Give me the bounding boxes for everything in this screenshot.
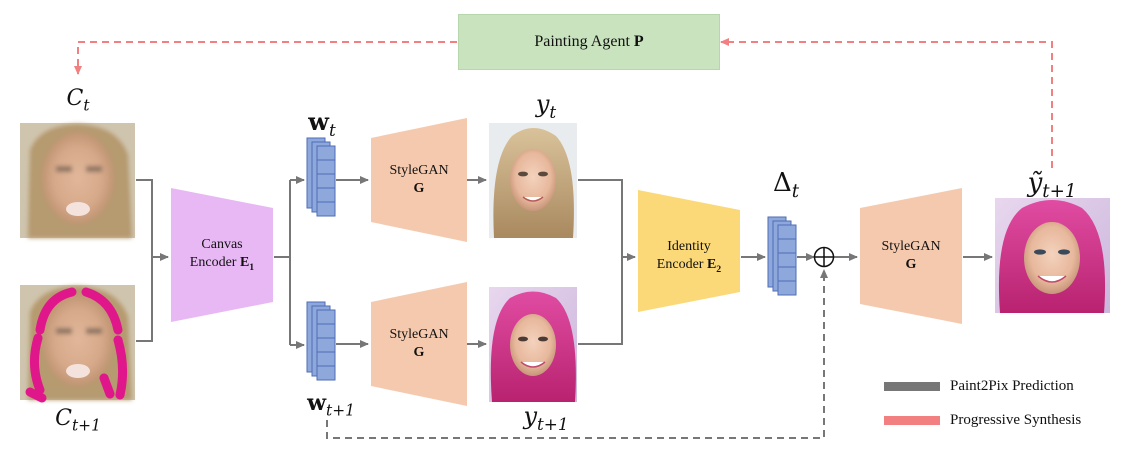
latent-wt1 bbox=[306, 301, 336, 381]
arrow-faces-merge bbox=[578, 179, 623, 345]
label-wt: wt bbox=[308, 107, 336, 140]
identity-encoder-block bbox=[638, 190, 740, 312]
stylegan-bottom-block bbox=[371, 282, 467, 406]
stylegan-top-block bbox=[371, 118, 467, 242]
red-arrow-output-to-agent bbox=[720, 38, 1053, 168]
painting-agent-symbol: P bbox=[633, 33, 644, 50]
legend-swatch-red bbox=[884, 416, 940, 425]
canvas-ct-image bbox=[20, 123, 135, 238]
red-arrow-agent-to-canvas bbox=[74, 41, 457, 75]
canvas-encoder-block bbox=[171, 188, 273, 322]
latent-delta bbox=[767, 216, 797, 296]
plus-operator bbox=[813, 246, 835, 268]
face-ytilde-image bbox=[995, 198, 1110, 313]
latent-wt bbox=[306, 137, 336, 217]
face-yt-image bbox=[489, 123, 577, 238]
legend-label-gray: Paint2Pix Prediction bbox=[950, 378, 1074, 394]
painting-agent-label: Painting Agent bbox=[534, 33, 630, 50]
label-ct1: Ct+1 bbox=[55, 406, 101, 435]
identity-encoder-label: Identity Encoder E2 bbox=[656, 239, 722, 275]
stylegan-right-block bbox=[860, 188, 962, 324]
label-yt1: yt+1 bbox=[523, 402, 569, 434]
canvas-encoder-label: Canvas Encoder E1 bbox=[189, 237, 255, 273]
arrow-ct-merge bbox=[136, 179, 153, 342]
legend-label-red: Progressive Synthesis bbox=[950, 412, 1082, 428]
label-yt: yt bbox=[535, 90, 557, 122]
canvas-ct1-image bbox=[20, 285, 135, 403]
dashed-arrow-wt1-to-plus bbox=[326, 269, 828, 439]
label-ytilde: ỹt+1 bbox=[1027, 168, 1077, 203]
painting-agent-box: Painting Agent P bbox=[458, 14, 720, 70]
face-yt1-image bbox=[489, 287, 577, 402]
label-delta: Δt bbox=[772, 168, 800, 203]
legend-swatch-gray bbox=[884, 382, 940, 391]
label-ct: Ct bbox=[66, 86, 90, 115]
label-wt1: wt+1 bbox=[307, 390, 355, 420]
